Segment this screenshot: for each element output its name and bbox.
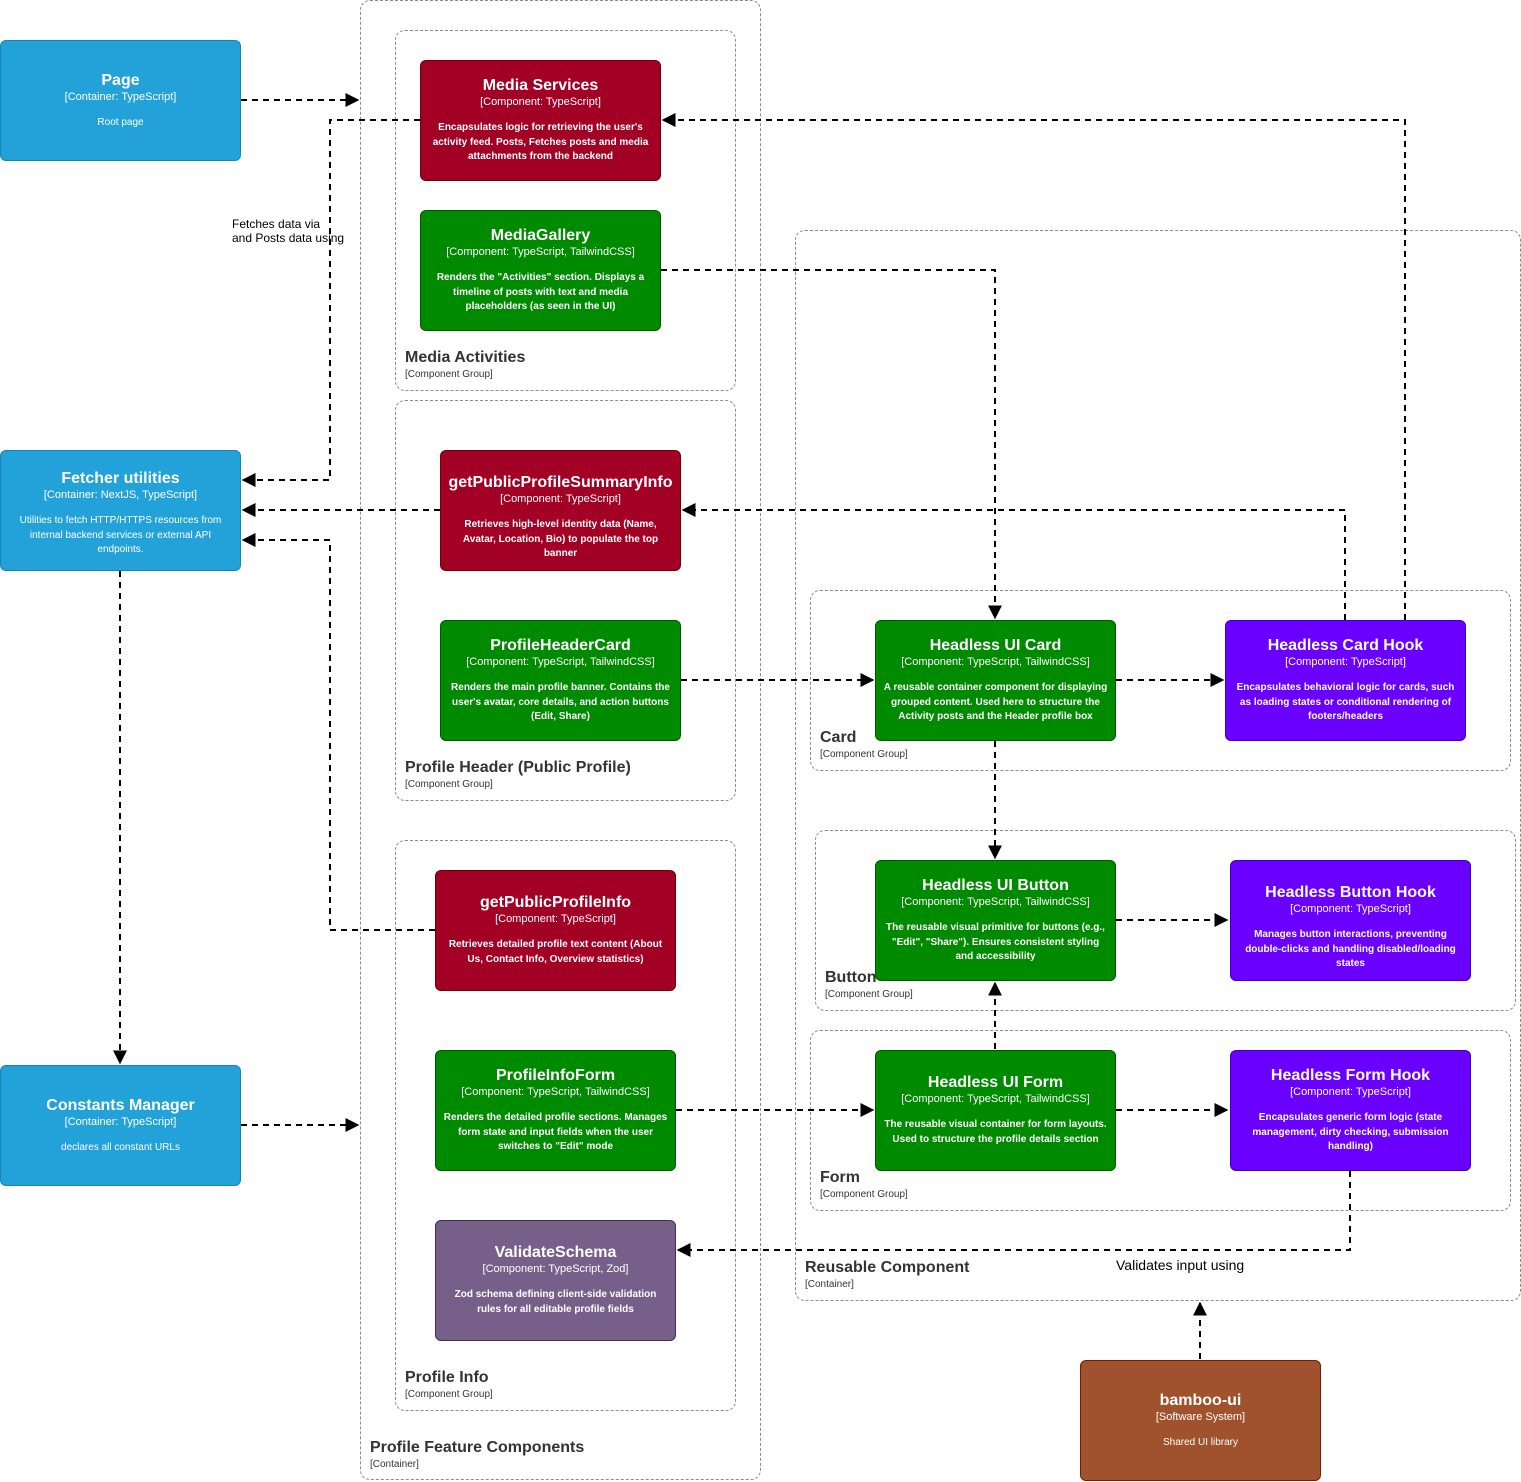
- node-description: Root page: [97, 117, 144, 128]
- node-kind: [Component: TypeScript]: [500, 493, 621, 505]
- node-kind: [Software System]: [1155, 1411, 1246, 1423]
- node-description: Encapsulates generic form logic (state m…: [1252, 1112, 1449, 1152]
- node-kind: [Component: TypeScript, TailwindCSS]: [446, 246, 635, 258]
- node-get-public-profile-summary-info[interactable]: getPublicProfileSummaryInfo [Component: …: [440, 450, 681, 571]
- group-title: Card: [820, 729, 857, 746]
- node-description: Shared UI library: [1162, 1437, 1239, 1448]
- node-kind: [Component: TypeScript]: [1285, 656, 1406, 668]
- node-description: declares all constant URLs: [61, 1142, 180, 1153]
- group-title: Button: [825, 969, 877, 986]
- group-title: Profile Header (Public Profile): [405, 759, 631, 776]
- node-get-public-profile-info[interactable]: getPublicProfileInfo [Component: TypeScr…: [435, 870, 676, 991]
- node-title: getPublicProfileInfo: [479, 894, 632, 911]
- node-validate-schema[interactable]: ValidateSchema [Component: TypeScript, Z…: [435, 1220, 676, 1341]
- node-title: Constants Manager: [46, 1097, 195, 1114]
- node-description: Encapsulates behavioral logic for cards,…: [1236, 682, 1455, 722]
- group-type: [Component Group]: [825, 989, 913, 1000]
- group-title: Media Activities: [405, 349, 526, 366]
- node-kind: [Component: TypeScript, TailwindCSS]: [901, 656, 1090, 668]
- node-title: Headless UI Button: [922, 877, 1069, 894]
- node-title: ProfileInfoForm: [495, 1067, 616, 1084]
- node-title: Media Services: [482, 77, 599, 94]
- node-kind: [Component: TypeScript, TailwindCSS]: [466, 656, 655, 668]
- node-kind: [Container: TypeScript]: [64, 91, 177, 103]
- node-profile-header-card[interactable]: ProfileHeaderCard [Component: TypeScript…: [440, 620, 681, 741]
- node-headless-ui-button[interactable]: Headless UI Button [Component: TypeScrip…: [875, 860, 1116, 981]
- node-headless-ui-card[interactable]: Headless UI Card [Component: TypeScript,…: [875, 620, 1116, 741]
- node-title: getPublicProfileSummaryInfo: [448, 474, 673, 491]
- group-type: [Component Group]: [820, 1189, 908, 1200]
- node-kind: [Component: TypeScript]: [495, 913, 616, 925]
- node-page[interactable]: Page [Container: TypeScript] Root page: [0, 40, 241, 161]
- node-media-gallery[interactable]: MediaGallery [Component: TypeScript, Tai…: [420, 210, 661, 331]
- group-title: Form: [820, 1169, 860, 1186]
- node-description: Renders the "Activities" section. Displa…: [436, 272, 645, 312]
- group-type: [Container]: [370, 1459, 419, 1470]
- group-type: [Component Group]: [405, 779, 493, 790]
- node-headless-form-hook[interactable]: Headless Form Hook [Component: TypeScrip…: [1230, 1050, 1471, 1171]
- node-description: Manages button interactions, preventing …: [1245, 929, 1456, 969]
- node-kind: [Component: TypeScript]: [1290, 1086, 1411, 1098]
- node-profile-info-form[interactable]: ProfileInfoForm [Component: TypeScript, …: [435, 1050, 676, 1171]
- node-description: The reusable visual primitive for button…: [886, 922, 1105, 962]
- node-description: Retrieves detailed profile text content …: [448, 939, 663, 965]
- node-description: Encapsulates logic for retrieving the us…: [432, 122, 649, 162]
- node-title: Fetcher utilities: [61, 470, 180, 487]
- node-description: Renders the detailed profile sections. M…: [443, 1112, 668, 1152]
- node-kind: [Component: TypeScript, Zod]: [482, 1263, 629, 1275]
- node-description: A reusable container component for displ…: [883, 682, 1108, 722]
- edge-label-line: Fetches data via: [232, 217, 321, 231]
- node-description: The reusable visual container for form l…: [884, 1119, 1107, 1145]
- node-description: Retrieves high-level identity data (Name…: [462, 519, 659, 559]
- node-title: Page: [101, 72, 140, 89]
- node-constants-manager[interactable]: Constants Manager [Container: TypeScript…: [0, 1065, 241, 1186]
- node-description: Renders the main profile banner. Contain…: [451, 682, 670, 722]
- node-title: bamboo-ui: [1159, 1392, 1242, 1409]
- group-type: [Component Group]: [405, 369, 493, 380]
- group-button: Button [Component Group]: [815, 830, 1516, 1011]
- node-kind: [Component: TypeScript]: [1290, 903, 1411, 915]
- node-title: Headless Card Hook: [1267, 637, 1424, 654]
- group-title: Profile Info: [405, 1369, 489, 1386]
- node-headless-card-hook[interactable]: Headless Card Hook [Component: TypeScrip…: [1225, 620, 1466, 741]
- group-type: [Component Group]: [405, 1389, 493, 1400]
- node-kind: [Component: TypeScript, TailwindCSS]: [901, 1093, 1090, 1105]
- node-title: ProfileHeaderCard: [490, 637, 631, 654]
- group-type: [Container]: [805, 1279, 854, 1290]
- node-bamboo-ui[interactable]: bamboo-ui [Software System] Shared UI li…: [1080, 1360, 1321, 1481]
- group-title: Reusable Component: [805, 1259, 970, 1276]
- node-media-services[interactable]: Media Services [Component: TypeScript] E…: [420, 60, 661, 181]
- node-kind: [Component: TypeScript, TailwindCSS]: [461, 1086, 650, 1098]
- node-kind: [Container: TypeScript]: [64, 1116, 177, 1128]
- node-title: MediaGallery: [490, 227, 591, 244]
- edge-label-line: and Posts data using: [232, 231, 345, 245]
- node-kind: [Container: NextJS, TypeScript]: [43, 489, 198, 501]
- node-headless-ui-form[interactable]: Headless UI Form [Component: TypeScript,…: [875, 1050, 1116, 1171]
- edge-label-fetches: Fetches data via and Posts data using: [232, 217, 344, 245]
- group-title: Profile Feature Components: [370, 1439, 585, 1456]
- node-kind: [Component: TypeScript, TailwindCSS]: [901, 896, 1090, 908]
- edge-label-validates: Validates input using: [1116, 1257, 1245, 1273]
- node-fetcher-utilities[interactable]: Fetcher utilities [Container: NextJS, Ty…: [0, 450, 241, 571]
- group-profile-info: Profile Info [Component Group]: [395, 840, 736, 1411]
- node-title: Headless Button Hook: [1265, 884, 1436, 901]
- group-type: [Component Group]: [820, 749, 908, 760]
- node-headless-button-hook[interactable]: Headless Button Hook [Component: TypeScr…: [1230, 860, 1471, 981]
- node-title: ValidateSchema: [494, 1244, 617, 1261]
- node-description: Utilities to fetch HTTP/HTTPS resources …: [19, 515, 222, 555]
- node-title: Headless UI Card: [929, 637, 1062, 654]
- node-description: Zod schema defining client-side validati…: [454, 1289, 657, 1315]
- node-kind: [Component: TypeScript]: [480, 96, 601, 108]
- node-title: Headless Form Hook: [1270, 1067, 1431, 1084]
- node-title: Headless UI Form: [927, 1074, 1064, 1091]
